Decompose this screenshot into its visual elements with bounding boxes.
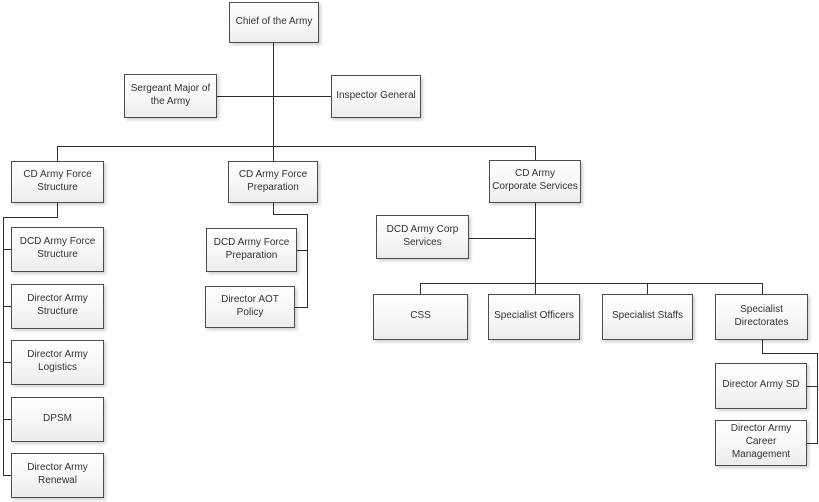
org-node-dpsm[interactable]: DPSM	[11, 397, 104, 442]
connector-segment	[217, 96, 331, 97]
org-node-label: Specialist Officers	[494, 310, 574, 321]
connector-segment	[307, 214, 308, 308]
connector-segment	[535, 283, 536, 294]
org-node-dcd-army-force-preparation[interactable]: DCD Army Force Preparation	[206, 228, 297, 272]
connector-segment	[57, 146, 536, 147]
org-node-specialist-directorates[interactable]: Specialist Directorates	[715, 294, 808, 340]
org-node-director-army-structure[interactable]: Director Army Structure	[11, 284, 104, 329]
connector-segment	[762, 353, 818, 354]
org-node-chief-of-the-army[interactable]: Chief of the Army	[229, 2, 319, 43]
org-node-label: Director Army Structure	[27, 293, 88, 317]
org-node-director-army-career-management[interactable]: Director Army Career Management	[715, 420, 807, 466]
org-node-label: Sergeant Major of the Army	[130, 82, 211, 107]
org-node-label: CD Army Force Structure	[23, 168, 92, 193]
connector-segment	[297, 250, 307, 251]
org-node-css[interactable]: CSS	[373, 294, 468, 340]
connector-segment	[3, 217, 58, 218]
org-node-label: Director Army SD	[722, 379, 800, 390]
org-node-specialist-officers[interactable]: Specialist Officers	[488, 294, 580, 340]
org-node-dcd-army-corp-services[interactable]: DCD Army Corp Services	[376, 215, 469, 259]
org-node-inspector-general[interactable]: Inspector General	[331, 75, 421, 118]
connector-segment	[535, 203, 536, 283]
connector-segment	[647, 283, 648, 294]
connector-segment	[273, 214, 308, 215]
org-node-label: Director Army Logistics	[27, 349, 88, 373]
org-node-dcd-army-force-structure[interactable]: DCD Army Force Structure	[11, 227, 104, 272]
connector-segment	[3, 362, 11, 363]
connector-segment	[420, 283, 763, 284]
connector-segment	[3, 306, 11, 307]
connector-segment	[3, 217, 4, 476]
org-node-label: Director Army Career Management	[730, 423, 792, 460]
org-node-sergeant-major-of-the-army[interactable]: Sergeant Major of the Army	[124, 74, 217, 118]
connector-segment	[535, 146, 536, 160]
connector-segment	[807, 386, 817, 387]
connector-segment	[817, 353, 818, 444]
org-node-label: Specialist Staffs	[612, 310, 683, 321]
connector-segment	[273, 203, 274, 215]
org-node-label: Chief of the Army	[235, 15, 313, 27]
org-node-director-army-logistics[interactable]: Director Army Logistics	[11, 340, 104, 385]
org-node-label: DCD Army Corp Services	[386, 223, 459, 248]
connector-segment	[420, 283, 421, 294]
connector-segment	[3, 475, 11, 476]
org-node-label: Director AOT Policy	[221, 293, 279, 318]
connector-segment	[807, 443, 817, 444]
org-node-label: CSS	[410, 310, 431, 321]
org-node-cd-army-force-structure[interactable]: CD Army Force Structure	[11, 161, 104, 203]
org-node-label: CD Army Force Preparation	[238, 168, 308, 193]
connector-segment	[295, 307, 307, 308]
org-node-director-army-sd[interactable]: Director Army SD	[715, 363, 807, 409]
connector-segment	[762, 283, 763, 294]
connector-segment	[762, 340, 763, 354]
org-node-label: DCD Army Force Structure	[19, 236, 96, 260]
connector-segment	[57, 146, 58, 161]
org-node-cd-army-corporate-services[interactable]: CD Army Corporate Services	[489, 160, 581, 203]
org-node-label: DCD Army Force Preparation	[213, 236, 290, 261]
org-node-label: Specialist Directorates	[734, 303, 789, 328]
connector-segment	[57, 203, 58, 218]
org-node-director-aot-policy[interactable]: Director AOT Policy	[205, 286, 295, 328]
org-node-label: DPSM	[43, 412, 72, 424]
org-node-director-army-renewal[interactable]: Director Army Renewal	[11, 453, 104, 498]
connector-segment	[3, 419, 11, 420]
org-node-label: CD Army Corporate Services	[492, 168, 578, 192]
org-node-label: Inspector General	[336, 89, 416, 101]
org-node-specialist-staffs[interactable]: Specialist Staffs	[602, 294, 693, 340]
connector-segment	[469, 238, 535, 239]
org-node-cd-army-force-preparation[interactable]: CD Army Force Preparation	[228, 161, 318, 203]
connector-segment	[3, 249, 11, 250]
connector-segment	[273, 43, 274, 161]
org-node-label: Director Army Renewal	[27, 462, 88, 486]
